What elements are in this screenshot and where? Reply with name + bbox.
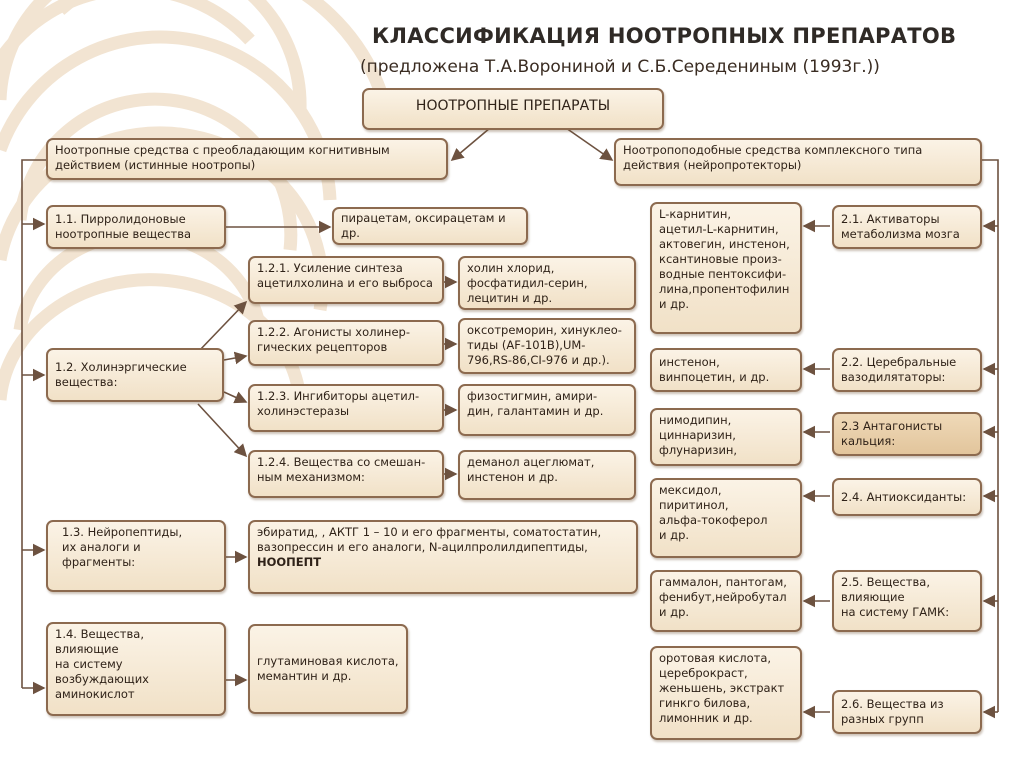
subgroup-1-2-2-examples: оксотреморин, хинуклео- тиды (AF-101B),U… bbox=[458, 318, 636, 374]
subgroup-1-2-2: 1.2.2. Агонисты холинер- гических рецепт… bbox=[248, 320, 444, 366]
group-1-3: 1.3. Нейропептиды, их аналоги и фрагмент… bbox=[46, 520, 226, 592]
subgroup-1-2-1: 1.2.1. Усиление синтеза ацетилхолина и е… bbox=[248, 256, 444, 304]
subgroup-1-2-1-examples: холин хлорид, фосфатидил-серин, лецитин … bbox=[458, 256, 636, 310]
page-title: КЛАССИФИКАЦИЯ НООТРОПНЫХ ПРЕПАРАТОВ bbox=[372, 24, 956, 48]
noopept-highlight: НООПЕПТ bbox=[257, 555, 321, 569]
group-1-4-examples: глутаминовая кислота, мемантин и др. bbox=[248, 624, 408, 714]
group-1-2: 1.2. Холинэргические вещества: bbox=[46, 348, 224, 402]
group-1-4: 1.4. Вещества, влияющие на систему возбу… bbox=[46, 622, 226, 716]
group-2-4-examples: мексидол, пиритинол, альфа-токоферол и д… bbox=[650, 478, 802, 558]
subgroup-1-2-3-examples: физостигмин, амири- дин, галантамин и др… bbox=[458, 384, 636, 436]
group-2-1-examples: L-карнитин, ацетил-L-карнитин, актовегин… bbox=[650, 202, 802, 334]
group-1-3-examples: эбиратид, , АКТГ 1 – 10 и его фрагменты,… bbox=[248, 520, 638, 594]
right-branch-header: Ноотропоподобные средства комплексного т… bbox=[614, 138, 982, 186]
subgroup-1-2-3: 1.2.3. Ингибиторы ацетил- холинэстеразы bbox=[248, 384, 444, 432]
root-node: НООТРОПНЫЕ ПРЕПАРАТЫ bbox=[362, 88, 664, 130]
group-2-2-examples: инстенон, винпоцетин, и др. bbox=[650, 348, 802, 392]
group-1-3-examples-text: эбиратид, , АКТГ 1 – 10 и его фрагменты,… bbox=[257, 525, 601, 554]
subgroup-1-2-4-examples: деманол ацеглюмат, инстенон и др. bbox=[458, 450, 636, 500]
left-branch-header: Ноотропные средства с преобладающим когн… bbox=[46, 138, 448, 180]
group-2-4: 2.4. Антиоксиданты: bbox=[832, 478, 982, 516]
group-2-1: 2.1. Активаторы метаболизма мозга bbox=[832, 205, 982, 249]
group-2-3: 2.3 Антагонисты кальция: bbox=[832, 412, 982, 456]
group-2-3-examples: нимодипин, циннаризин, флунаризин, bbox=[650, 408, 802, 466]
group-1-1: 1.1. Пирролидоновые ноотропные вещества bbox=[46, 205, 226, 249]
group-1-1-examples: пирацетам, оксирацетам и др. bbox=[332, 207, 528, 245]
group-2-2: 2.2. Церебральные вазодилятаторы: bbox=[832, 348, 982, 392]
group-2-5-examples: гаммалон, пантогам, фенибут,нейробутал и… bbox=[650, 570, 802, 632]
group-2-6-examples: оротовая кислота, цереброкраст, женьшень… bbox=[650, 646, 802, 740]
subgroup-1-2-4: 1.2.4. Вещества со смешан- ным механизмо… bbox=[248, 450, 444, 498]
page-subtitle: (предложена Т.А.Ворониной и С.Б.Середени… bbox=[360, 57, 880, 77]
group-2-6: 2.6. Вещества из разных групп bbox=[832, 690, 982, 734]
group-2-5: 2.5. Вещества, влияющие на систему ГАМК: bbox=[832, 570, 982, 632]
